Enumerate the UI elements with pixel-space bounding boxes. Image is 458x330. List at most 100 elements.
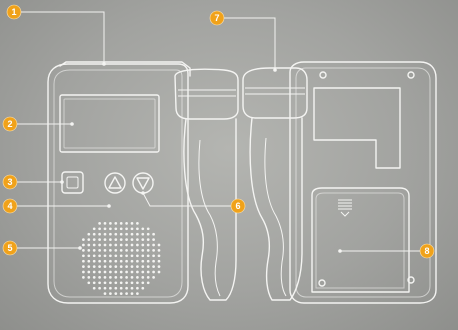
speaker-hole [104, 292, 107, 295]
speaker-hole [93, 244, 96, 247]
down-button [133, 173, 153, 193]
speaker-hole [109, 244, 112, 247]
speaker-hole [114, 265, 117, 268]
speaker-hole [104, 222, 107, 225]
speaker-hole [147, 249, 150, 252]
speaker-hole [147, 254, 150, 257]
speaker-hole [136, 222, 139, 225]
callout-badge-2: 2 [3, 117, 17, 131]
svg-text:7: 7 [214, 13, 219, 23]
speaker-hole [93, 276, 96, 279]
speaker-hole [136, 227, 139, 230]
callout-badge-4: 4 [3, 199, 17, 213]
speaker-hole [131, 222, 134, 225]
speaker-hole [141, 244, 144, 247]
speaker-hole [104, 271, 107, 274]
speaker-hole [141, 265, 144, 268]
speaker-hole [125, 249, 128, 252]
speaker-hole [114, 281, 117, 284]
speaker-hole [120, 281, 123, 284]
front-probe-head [175, 69, 238, 119]
speaker-hole [131, 227, 134, 230]
speaker-hole [147, 276, 150, 279]
svg-text:5: 5 [7, 243, 12, 253]
speaker-hole [131, 265, 134, 268]
down-arrow-icon [137, 178, 149, 189]
speaker-hole [158, 254, 161, 257]
speaker-hole [114, 276, 117, 279]
speaker-hole [114, 244, 117, 247]
speaker-hole [87, 244, 90, 247]
speaker-hole [109, 233, 112, 236]
svg-text:8: 8 [424, 246, 429, 256]
speaker-hole [109, 276, 112, 279]
display-screen-inner [64, 99, 155, 148]
speaker-hole [87, 233, 90, 236]
speaker-hole [158, 244, 161, 247]
callout-leaders [14, 12, 420, 253]
speaker-hole [104, 265, 107, 268]
speaker-hole [136, 281, 139, 284]
speaker-hole [141, 281, 144, 284]
speaker-hole [87, 249, 90, 252]
speaker-hole [141, 227, 144, 230]
speaker-hole [136, 292, 139, 295]
speaker-hole [125, 281, 128, 284]
speaker-hole [104, 276, 107, 279]
speaker-hole [120, 265, 123, 268]
battery-cover-inner [316, 193, 404, 288]
speaker-hole [152, 249, 155, 252]
speaker-hole [152, 244, 155, 247]
speaker-hole [98, 249, 101, 252]
speaker-hole [131, 281, 134, 284]
speaker-hole [82, 260, 85, 263]
speaker-hole [120, 287, 123, 290]
speaker-hole [136, 260, 139, 263]
up-button [105, 173, 125, 193]
speaker-hole [93, 281, 96, 284]
back-probe-body [250, 118, 302, 300]
speaker-hole [152, 271, 155, 274]
battery-latch-icon [338, 200, 352, 216]
back-probe-head [243, 68, 307, 118]
speaker-hole [152, 233, 155, 236]
speaker-hole [109, 260, 112, 263]
speaker-hole [93, 254, 96, 257]
speaker-hole [147, 244, 150, 247]
speaker-hole [114, 249, 117, 252]
speaker-hole [114, 292, 117, 295]
speaker-hole [147, 260, 150, 263]
front-probe-groove [199, 140, 220, 296]
speaker-hole [158, 260, 161, 263]
speaker-hole [120, 238, 123, 241]
speaker-hole [125, 292, 128, 295]
front-probe-head-band [178, 90, 236, 96]
speaker-hole [82, 271, 85, 274]
svg-text:4: 4 [7, 201, 12, 211]
display-screen [60, 95, 159, 152]
speaker-hole [82, 238, 85, 241]
back-view [243, 62, 436, 303]
speaker-hole [98, 287, 101, 290]
speaker-hole [136, 276, 139, 279]
speaker-hole [104, 260, 107, 263]
speaker-hole [98, 260, 101, 263]
speaker-hole [109, 292, 112, 295]
speaker-hole [131, 260, 134, 263]
speaker-hole [104, 233, 107, 236]
speaker-hole [82, 249, 85, 252]
speaker-hole [93, 233, 96, 236]
speaker-hole [93, 287, 96, 290]
speaker-hole [147, 271, 150, 274]
speaker-hole [114, 287, 117, 290]
speaker-hole [104, 281, 107, 284]
speaker-hole [125, 265, 128, 268]
speaker-hole [131, 233, 134, 236]
back-label-panel [314, 88, 400, 168]
speaker-hole [158, 249, 161, 252]
speaker-hole [104, 227, 107, 230]
screw-top-right [408, 72, 414, 78]
callout-badge-1: 1 [7, 5, 21, 19]
speaker-hole [131, 271, 134, 274]
speaker-hole [109, 265, 112, 268]
